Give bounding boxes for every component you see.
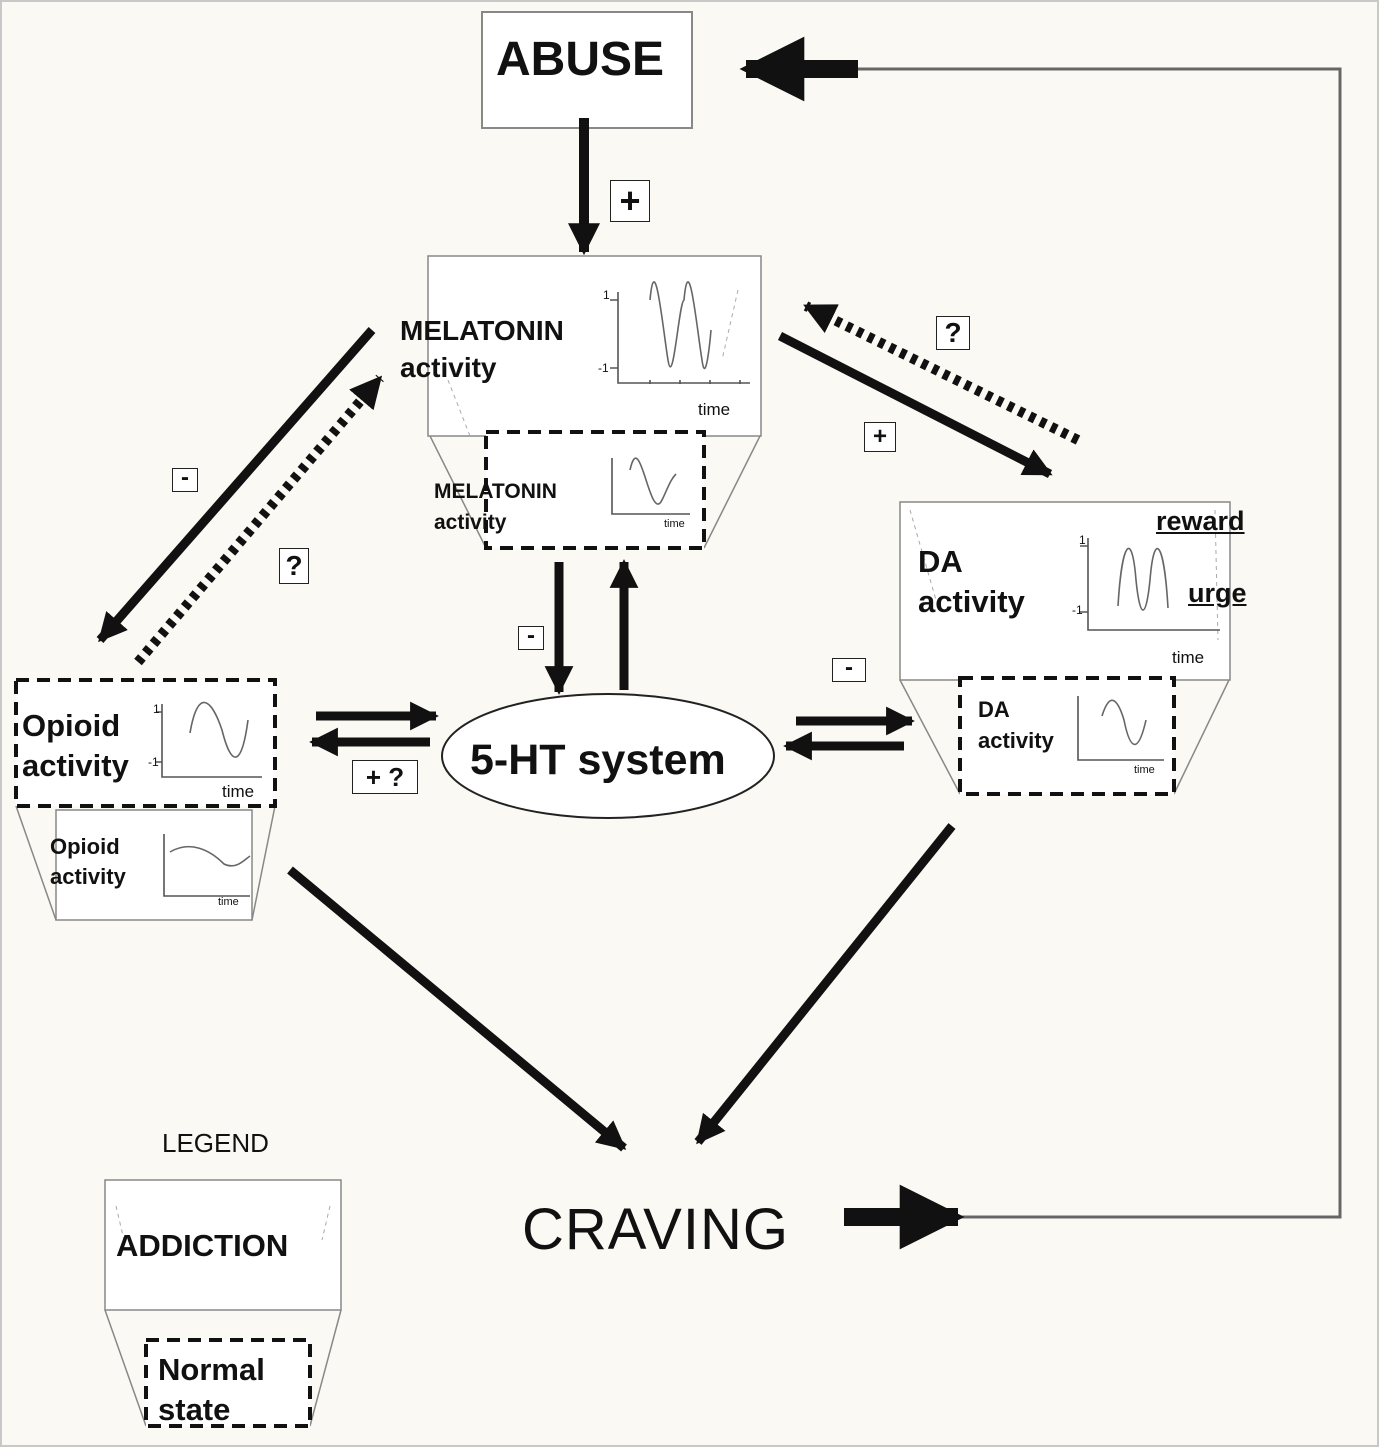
craving-label: CRAVING xyxy=(522,1197,789,1262)
da-normal-box xyxy=(958,676,1176,796)
arrow-da-craving xyxy=(694,823,956,1145)
da-normal-time: time xyxy=(1134,764,1155,776)
opioid-frustum xyxy=(14,678,277,921)
sign-melatonin-5ht: - xyxy=(518,624,544,650)
arrow-da-melatonin xyxy=(803,301,1081,445)
urge-label: urge xyxy=(1188,578,1247,608)
melatonin-addiction-label: MELATONIN activity xyxy=(400,315,564,383)
legend-addiction-label: ADDICTION xyxy=(116,1228,289,1263)
melatonin-tick-high: 1 xyxy=(603,288,610,302)
sign-opioid-melatonin: ? xyxy=(279,548,309,584)
da-normal-label: DA activity xyxy=(978,697,1054,753)
da-frustum xyxy=(899,501,1231,796)
arrow-opioid-craving xyxy=(287,866,627,1152)
sign-abuse-melatonin: + xyxy=(610,180,650,222)
sign-melatonin-da: + xyxy=(864,422,896,452)
da-addiction-label: DA activity xyxy=(918,544,1025,619)
opioid-tick-low: -1 xyxy=(148,755,159,769)
melatonin-tick-low: -1 xyxy=(598,361,609,375)
arrow-melatonin-opioid xyxy=(96,327,376,643)
sign-da-melatonin: ? xyxy=(936,316,970,350)
legend-normal-box xyxy=(144,1338,312,1428)
arrows xyxy=(96,36,1342,1250)
loop-line xyxy=(858,67,1342,1219)
opioid-normal-box xyxy=(55,809,253,921)
sign-melatonin-opioid: - xyxy=(172,466,198,492)
sign-opioid-5ht: + ? xyxy=(352,760,418,794)
opioid-time-label: time xyxy=(222,782,255,801)
legend-frustum xyxy=(104,1179,342,1428)
opioid-addiction-box xyxy=(14,678,277,808)
serotonin-ellipse xyxy=(441,693,775,819)
arrow-melatonin-da xyxy=(777,331,1053,479)
mini-graphs xyxy=(156,281,1220,897)
da-time-label: time xyxy=(1172,648,1205,667)
melatonin-normal-time: time xyxy=(664,518,685,530)
melatonin-curve xyxy=(649,281,712,370)
opioid-normal-label: Opioid activity xyxy=(50,834,126,889)
melatonin-frustum xyxy=(427,255,762,550)
opioid-normal-time: time xyxy=(218,896,239,908)
abuse-label: ABUSE xyxy=(496,33,665,86)
da-tick-high: 1 xyxy=(1079,533,1086,547)
serotonin-label: 5-HT system xyxy=(470,736,726,784)
opioid-tick-high: 1 xyxy=(153,702,160,716)
opioid-addiction-label: Opioid activity xyxy=(22,708,129,783)
arrow-opioid-melatonin xyxy=(134,374,384,666)
da-tick-low: -1 xyxy=(1072,603,1083,617)
legend-normal-label: Normal state xyxy=(158,1352,265,1427)
melatonin-time-label: time xyxy=(698,400,731,419)
sign-da-5ht: - xyxy=(832,656,866,682)
reward-label: reward xyxy=(1156,506,1245,536)
legend-title: LEGEND xyxy=(162,1128,269,1158)
melatonin-normal-label: MELATONIN activity xyxy=(434,480,557,534)
melatonin-normal-box xyxy=(484,430,706,550)
